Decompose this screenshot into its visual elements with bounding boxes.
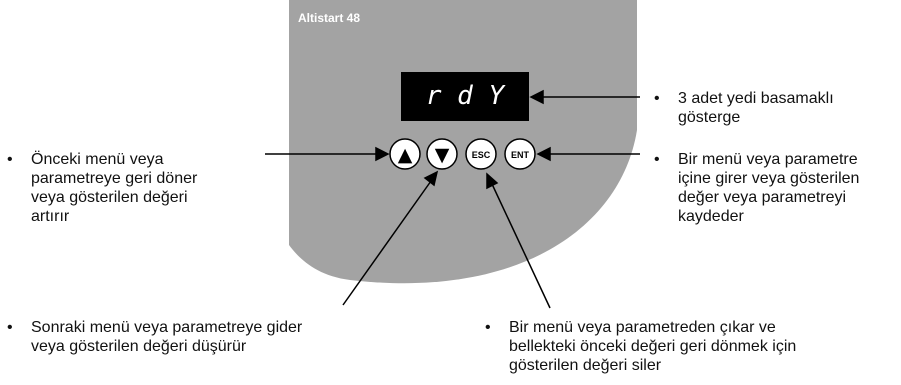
down-arrow-icon[interactable]: ▼ [435, 144, 450, 166]
up-button[interactable]: ▲ [389, 138, 421, 170]
bullet-icon: • [485, 319, 491, 336]
ent-button[interactable]: ENT [504, 138, 536, 170]
callout-up-text: Önceki menü veya parametreye geri döner … [31, 151, 198, 225]
callout-down-text: Sonraki menü veya parametreye gider veya… [31, 319, 303, 355]
callout-up: • Önceki menü veya parametreye geri döne… [7, 150, 267, 226]
display-arrowhead [529, 89, 544, 105]
display-readout: r d Y [426, 81, 507, 111]
ent-button-label[interactable]: ENT [511, 150, 530, 160]
seven-segment-display [401, 72, 529, 121]
bullet-icon: • [7, 151, 13, 168]
esc-button-label[interactable]: ESC [472, 150, 491, 160]
bullet-icon: • [654, 151, 660, 168]
esc-button-circle[interactable] [465, 138, 497, 170]
down-leader-line [342, 180, 432, 306]
up-arrow-icon[interactable]: ▲ [398, 144, 413, 166]
callout-display: • 3 adet yedi basamaklı gösterge [654, 89, 894, 127]
callout-esc: • Bir menü veya parametreden çıkar ve be… [485, 318, 865, 375]
callout-ent-text: Bir menü veya parametre içine girer veya… [678, 151, 860, 225]
leader-lines [265, 89, 640, 309]
ent-button-circle[interactable] [504, 138, 536, 170]
esc-arrowhead [486, 172, 499, 190]
down-arrowhead [423, 170, 439, 187]
bullet-icon: • [7, 319, 13, 336]
callout-display-text: 3 adet yedi basamaklı gösterge [678, 90, 834, 126]
down-button[interactable]: ▼ [426, 138, 458, 170]
callout-down: • Sonraki menü veya parametreye gider ve… [7, 318, 367, 356]
up-button-circle[interactable] [389, 138, 421, 170]
keypad-panel [289, 0, 637, 284]
callout-esc-text: Bir menü veya parametreden çıkar ve bell… [509, 319, 797, 374]
esc-leader-line [491, 183, 551, 309]
device-title: Altistart 48 [298, 11, 360, 25]
up-arrowhead [375, 146, 390, 162]
callout-ent: • Bir menü veya parametre içine girer ve… [654, 150, 899, 226]
down-button-circle[interactable] [426, 138, 458, 170]
esc-button[interactable]: ESC [465, 138, 497, 170]
bullet-icon: • [654, 90, 660, 107]
ent-arrowhead [536, 146, 551, 162]
